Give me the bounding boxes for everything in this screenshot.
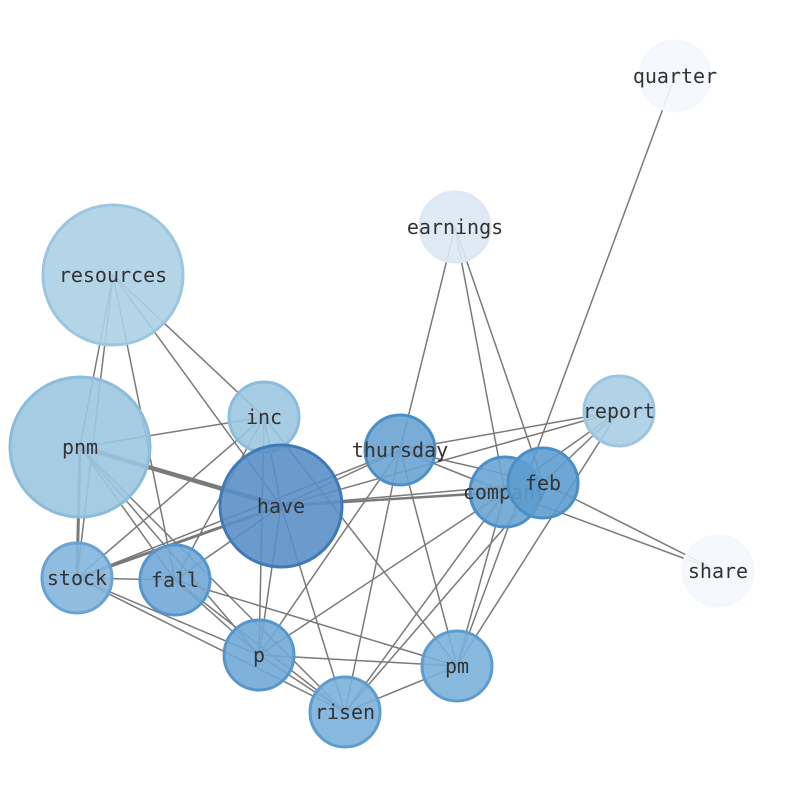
node-have: have xyxy=(218,443,344,569)
node-label-stock: stock xyxy=(47,566,107,590)
node-label-report: report xyxy=(583,399,655,423)
edge-inc-stock xyxy=(76,416,265,579)
edge-quarter-pm xyxy=(456,75,676,667)
node-circle-risen xyxy=(308,675,382,749)
node-p: p xyxy=(222,618,296,692)
node-stock: stock xyxy=(40,541,114,615)
node-circle-share xyxy=(681,534,755,608)
node-label-p: p xyxy=(253,643,265,667)
edge-p-thursday xyxy=(258,449,401,656)
node-circle-p xyxy=(222,618,296,692)
node-fall: fall xyxy=(138,543,212,617)
node-inc: inc xyxy=(227,380,301,454)
edge-p-company xyxy=(258,491,506,656)
node-label-resources: resources xyxy=(59,263,167,287)
node-quarter: quarter xyxy=(633,39,717,113)
edge-risen-company xyxy=(344,491,506,713)
edge-earnings-thursday xyxy=(399,226,456,451)
node-label-fall: fall xyxy=(151,568,199,592)
node-circle-pm xyxy=(420,629,494,703)
edge-earnings-feb xyxy=(454,226,544,484)
node-label-quarter: quarter xyxy=(633,64,717,88)
edge-pm-report xyxy=(456,410,620,667)
node-label-thursday: thursday xyxy=(352,438,448,462)
node-risen: risen xyxy=(308,675,382,749)
node-label-feb: feb xyxy=(525,471,561,495)
edge-earnings-company xyxy=(454,226,506,493)
node-label-earnings: earnings xyxy=(407,215,503,239)
node-share: share xyxy=(681,534,755,608)
edge-stock-risen xyxy=(76,577,346,713)
node-label-pnm: pnm xyxy=(62,435,98,459)
node-circle-stock xyxy=(40,541,114,615)
node-pm: pm xyxy=(420,629,494,703)
nodes-layer: quarter earnings resources report inc pnm thur… xyxy=(8,39,755,749)
node-circle-report xyxy=(582,374,656,448)
node-pnm: pnm xyxy=(8,375,152,519)
node-label-risen: risen xyxy=(315,700,375,724)
node-feb: feb xyxy=(506,446,580,520)
node-resources: resources xyxy=(41,203,185,347)
node-label-have: have xyxy=(257,494,305,518)
node-earnings: earnings xyxy=(407,190,503,264)
node-label-share: share xyxy=(688,559,748,583)
node-circle-fall xyxy=(138,543,212,617)
edge-risen-thursday xyxy=(344,449,401,713)
node-label-inc: inc xyxy=(246,405,282,429)
node-label-pm: pm xyxy=(445,654,469,678)
node-circle-have xyxy=(218,443,344,569)
node-circle-pnm xyxy=(8,375,152,519)
edge-fall-pm xyxy=(174,579,458,667)
node-circle-thursday xyxy=(363,413,437,487)
edge-thursday-report xyxy=(399,410,620,451)
node-circle-feb xyxy=(506,446,580,520)
node-circle-quarter xyxy=(638,39,712,113)
edge-pm-thursday xyxy=(399,449,458,667)
node-thursday: thursday xyxy=(352,413,448,487)
node-circle-earnings xyxy=(418,190,492,264)
node-report: report xyxy=(582,374,656,448)
node-circle-resources xyxy=(41,203,185,347)
